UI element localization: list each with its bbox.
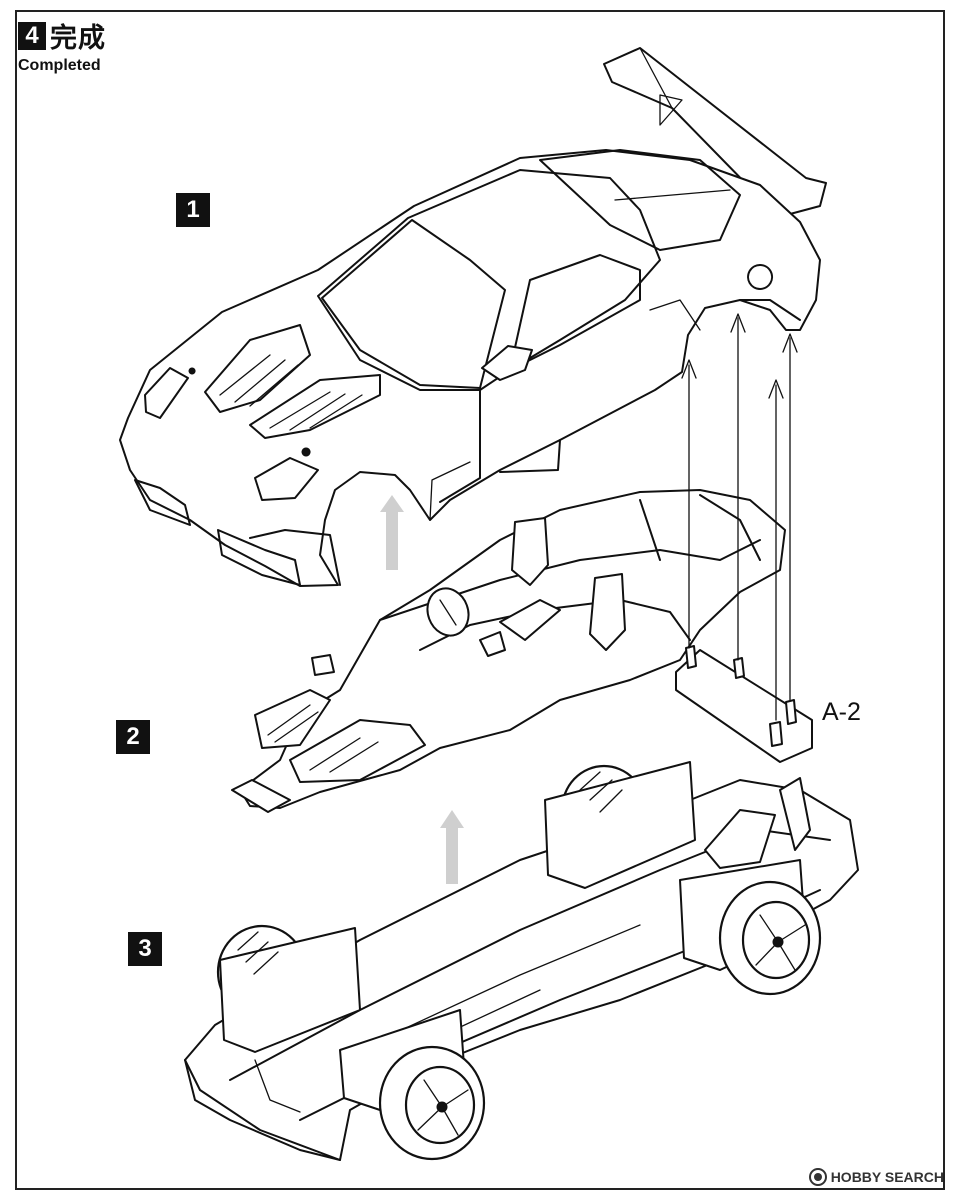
part-badge-chassis: 3 bbox=[128, 932, 162, 966]
up-arrow-interior bbox=[440, 810, 464, 884]
instruction-frame bbox=[15, 10, 945, 1190]
step-number: 4 bbox=[18, 21, 46, 50]
step-title-row: 4 完成 bbox=[18, 16, 106, 55]
headlight-left bbox=[144, 367, 189, 419]
step-subtitle: Completed bbox=[18, 57, 101, 74]
up-arrow-body bbox=[380, 495, 404, 570]
interior-tub-drawing bbox=[231, 489, 786, 813]
part-badge-interior: 2 bbox=[116, 720, 150, 754]
rear-spoiler bbox=[603, 47, 827, 215]
hobby-search-logo-icon bbox=[808, 1168, 827, 1186]
step-title: 完成 bbox=[50, 23, 106, 53]
step-header: 4 完成 Completed bbox=[18, 16, 106, 75]
stand-arrows bbox=[681, 313, 798, 721]
headlight-right bbox=[254, 457, 319, 501]
car-body-drawing bbox=[119, 47, 827, 587]
part-badge-body: 1 bbox=[176, 193, 210, 227]
stand-a2-drawing bbox=[675, 645, 813, 763]
stand-label: A-2 bbox=[822, 698, 861, 726]
watermark: HOBBY SEARCH bbox=[808, 1168, 944, 1186]
watermark-text: HOBBY SEARCH bbox=[830, 1169, 944, 1185]
chassis-drawing bbox=[184, 761, 859, 1161]
assembly-arrows bbox=[380, 495, 464, 884]
